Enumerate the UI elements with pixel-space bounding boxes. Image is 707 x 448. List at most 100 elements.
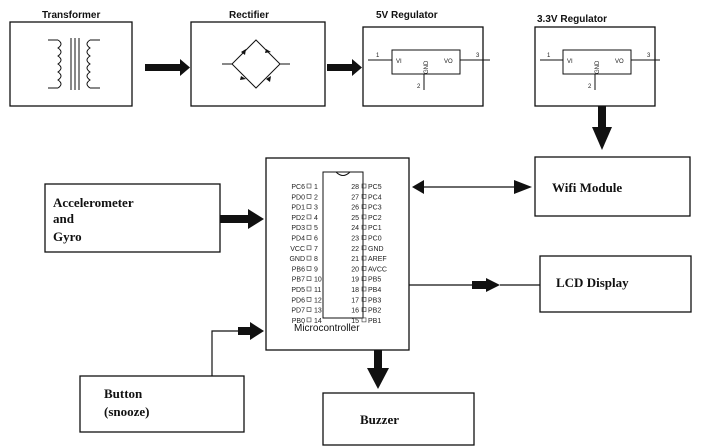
chip-pin-number-right: 26 (351, 205, 359, 212)
chip-pin-pad-left (306, 235, 312, 240)
chip-pin-number-right: 19 (351, 277, 359, 284)
microcontroller-block (265, 157, 410, 351)
svg-text:1: 1 (547, 53, 551, 59)
svg-text:and: and (53, 211, 75, 226)
chip-pin-pad-right (361, 255, 367, 261)
chip-pin-pad-left (306, 204, 312, 209)
chip-pin-name-right: PC4 (368, 194, 382, 201)
chip-pin-pad-left (306, 194, 312, 199)
chip-pin-name-right: PB3 (368, 297, 381, 304)
chip-pin-name-right: AREF (368, 256, 387, 263)
chip-pin-pad-left (306, 214, 312, 220)
arrow-rectifier-regulator (327, 59, 362, 76)
chip-pin-pad-left (306, 276, 312, 282)
svg-text:VI: VI (396, 59, 402, 65)
chip-pin-pad-right (361, 194, 367, 199)
chip-pin-name-right: PC3 (368, 205, 382, 212)
chip-pin-name-left: PD3 (291, 225, 305, 232)
arrow-micro-wifi (412, 180, 532, 194)
arrow-micro-buzzer (367, 350, 389, 389)
chip-pin-name-left: PD7 (291, 308, 305, 315)
chip-pin-name-left: PD0 (291, 194, 305, 201)
svg-text:1: 1 (376, 53, 380, 59)
chip-body (322, 171, 364, 319)
svg-text:2: 2 (588, 84, 592, 90)
svg-text:VO: VO (444, 59, 453, 65)
chip-pin-number-left: 11 (314, 287, 321, 294)
svg-text:3: 3 (647, 53, 651, 59)
chip-pin-pad-right (361, 214, 367, 220)
chip-pin-pad-left (306, 224, 312, 230)
transformer-symbol (48, 38, 100, 90)
accelerometer-label: Accelerometer (53, 195, 134, 210)
chip-pin-number-right: 24 (351, 225, 359, 232)
chip-pin-number-right: 18 (351, 287, 359, 294)
chip-pin-name-right: PB1 (368, 318, 381, 325)
reg33v-label: 3.3V Regulator (537, 14, 607, 25)
chip-pin-pad-right (361, 235, 367, 240)
button-label: Button (104, 386, 143, 401)
chip-pin-name-right: PB4 (368, 287, 381, 294)
chip-pin-name-right: PB2 (368, 308, 381, 315)
chip-pin-number-left: 4 (314, 215, 318, 222)
transformer-label: Transformer (42, 10, 100, 21)
chip-pin-name-left: PB0 (292, 318, 305, 325)
chip-pin-name-right: PC0 (368, 236, 382, 243)
chip-pin-pad-right (361, 266, 367, 271)
svg-text:Gyro: Gyro (53, 229, 82, 244)
reg5v-label: 5V Regulator (376, 10, 438, 21)
chip-notch (335, 171, 351, 176)
chip-pin-pad-left (306, 245, 312, 251)
chip-pin-name-right: PB5 (368, 277, 381, 284)
chip-pin-pad-right (361, 317, 367, 323)
chip-pin-number-right: 28 (351, 184, 359, 191)
chip-pin-name-right: AVCC (368, 266, 387, 273)
button-block (79, 375, 245, 433)
bridge-rectifier-symbol (222, 39, 290, 89)
chip-pin-pad-left (306, 183, 312, 189)
chip-pin-pad-right (361, 307, 367, 312)
chip-pin-number-left: 9 (314, 266, 318, 273)
chip-pin-pad-right (361, 286, 367, 292)
svg-text:GND: GND (595, 60, 601, 74)
chip-pin-number-left: 14 (314, 318, 322, 325)
rectifier-block (190, 21, 326, 107)
chip-pin-number-right: 23 (351, 236, 359, 243)
chip-pin-name-left: PD5 (291, 287, 305, 294)
chip-pin-pad-right (361, 224, 367, 230)
chip-pin-number-left: 2 (314, 194, 318, 201)
chip-pin-number-left: 5 (314, 225, 318, 232)
chip-pin-name-left: PC6 (291, 184, 305, 191)
svg-text:VO: VO (615, 59, 624, 65)
arrow-regulator-wifi (592, 106, 612, 150)
chip-pin-name-left: VCC (290, 246, 305, 253)
wifi-label: Wifi Module (552, 180, 622, 195)
chip-pin-name-left: PD4 (291, 236, 305, 243)
reg5v-symbol: 1 3 VI VO GND 2 (368, 49, 490, 90)
chip-pin-pad-right (361, 296, 367, 302)
svg-text:(snooze): (snooze) (104, 404, 150, 419)
chip-pin-pad-left (306, 266, 312, 271)
arrow-transformer-rectifier (145, 59, 190, 76)
buzzer-block (322, 392, 475, 446)
chip-pin-name-right: PC2 (368, 215, 382, 222)
chip-pin-name-left: PD1 (291, 205, 305, 212)
chip-pin-pad-left (306, 286, 312, 292)
chip-pin-number-right: 25 (351, 215, 359, 222)
chip-pin-pad-right (361, 245, 367, 251)
chip-pin-number-left: 12 (314, 297, 322, 304)
chip-pin-pad-left (306, 255, 312, 261)
chip-pin-name-left: PB6 (292, 266, 305, 273)
microcontroller-label: Microcontroller (294, 323, 360, 334)
line-button-micro (211, 322, 264, 376)
svg-text:3: 3 (476, 53, 480, 59)
chip-pin-number-left: 1 (314, 184, 318, 191)
arrow-accelerometer-micro (220, 209, 264, 229)
chip-pin-number-right: 20 (351, 266, 359, 273)
chip-pin-number-right: 16 (351, 308, 359, 315)
chip-pin-pad-left (306, 317, 312, 323)
chip-pin-number-right: 17 (351, 297, 359, 304)
chip-pin-pad-right (361, 183, 367, 189)
